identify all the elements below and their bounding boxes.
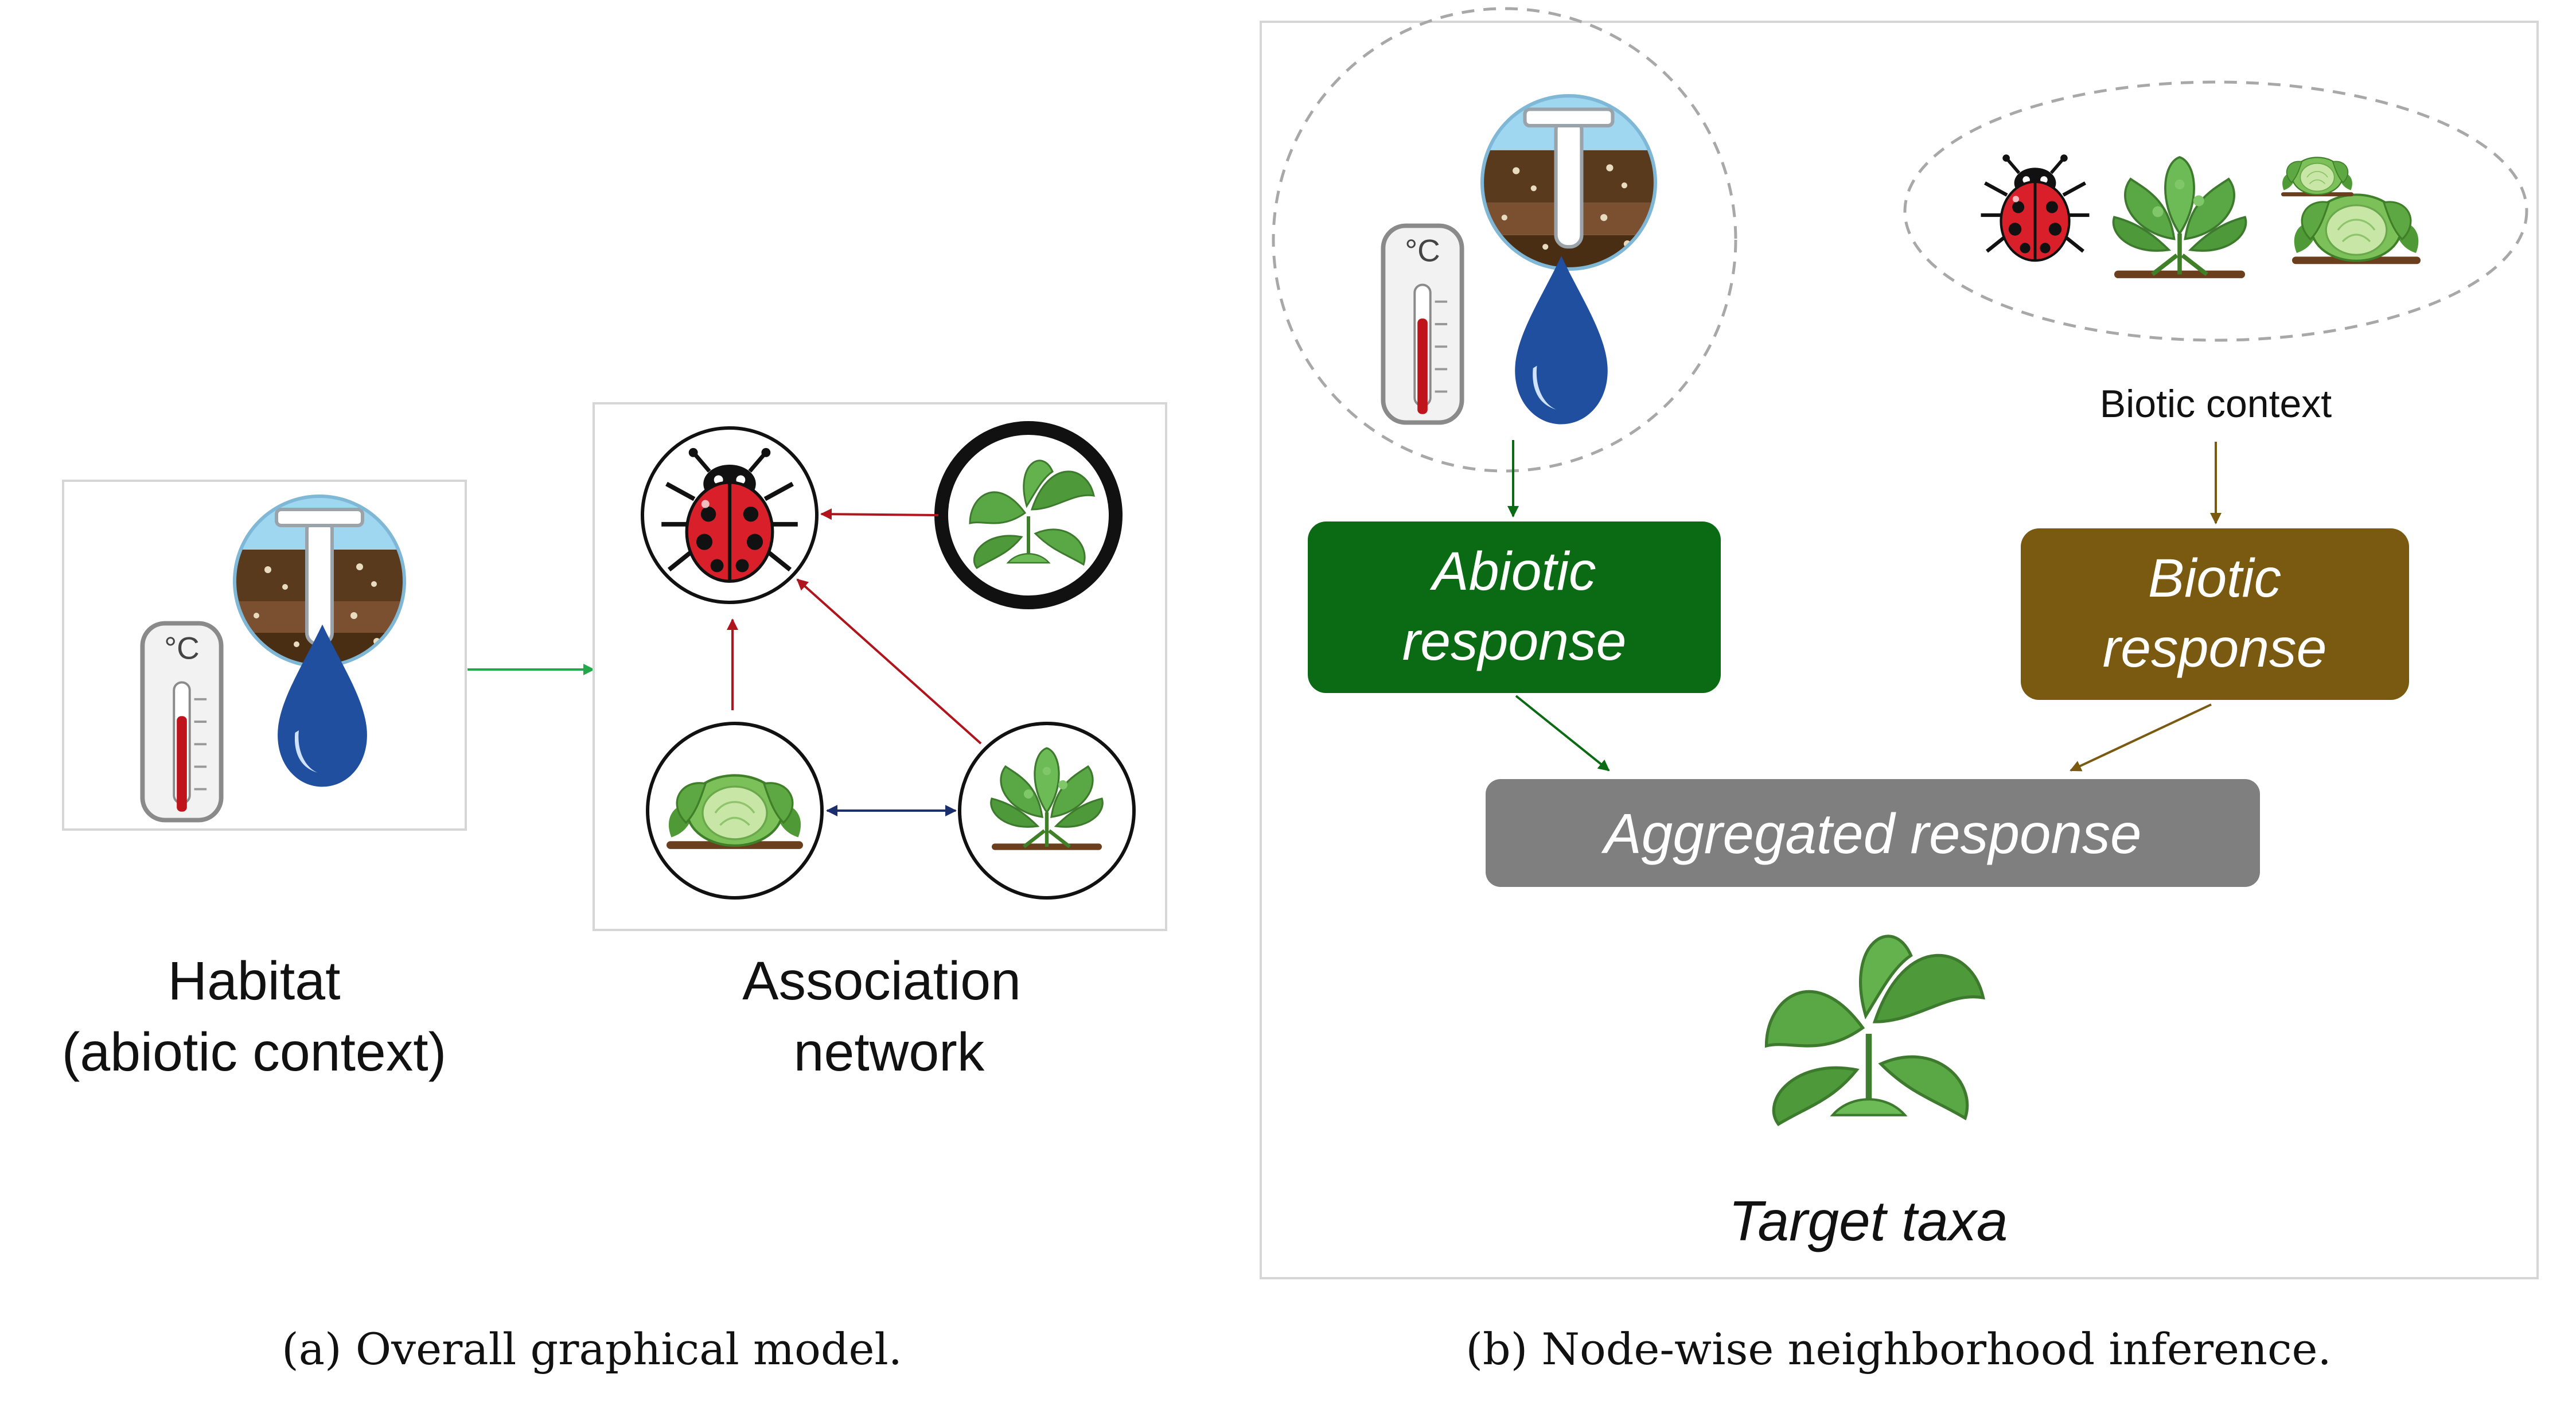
habitat-box: °C: [62, 480, 467, 831]
habitat-label: Habitat: [167, 951, 340, 1011]
habitat-label-sub: (abiotic context): [62, 1022, 447, 1083]
biotic-response-line1: Biotic: [2148, 548, 2281, 609]
biotic-to-aggregated-arrow: [2070, 703, 2212, 772]
network-label-sub: network: [794, 1022, 985, 1083]
abiotic-response-line2: response: [1402, 611, 1627, 672]
caption-b: (b) Node-wise neighborhood inference.: [1466, 1324, 2331, 1375]
target-taxa-label: Target taxa: [1729, 1189, 2008, 1252]
network-label: Association: [742, 951, 1021, 1011]
abiotic-response-line1: Abiotic: [1429, 541, 1596, 602]
abiotic-context-group: °C: [1272, 7, 1737, 473]
edge-leafy-to-ladybug: [796, 578, 982, 745]
node-ladybug: [641, 426, 819, 604]
caption-a: (a) Overall graphical model.: [282, 1324, 902, 1375]
thermometer-icon: °C: [142, 624, 221, 820]
thermometer-unit-b: °C: [1405, 232, 1440, 268]
biotic-response-box: Biotic response: [2021, 528, 2409, 700]
panel-b: °C Biotic context Abiotic response Bioti…: [1260, 7, 2539, 1375]
biotic-context-label: Biotic context: [2100, 382, 2332, 426]
abiotic-to-aggregated-arrow: [1515, 695, 1610, 772]
abiotic-response-box: Abiotic response: [1308, 521, 1721, 693]
edge-target-to-ladybug: [820, 508, 939, 520]
node-cabbage: [646, 722, 824, 900]
thermometer-unit: °C: [164, 630, 200, 665]
association-network-box: [593, 402, 1167, 931]
aggregated-response-label: Aggregated response: [1601, 802, 2141, 865]
node-leafy-plant: [958, 722, 1136, 900]
node-target-plant: [934, 421, 1123, 609]
biotic-response-line2: response: [2103, 618, 2327, 679]
aggregated-response-box: Aggregated response: [1486, 779, 2260, 887]
thermometer-icon-b: °C: [1383, 226, 1462, 423]
biotic-context-group: [1903, 80, 2528, 342]
panel-a: °C: [62, 402, 1167, 1375]
